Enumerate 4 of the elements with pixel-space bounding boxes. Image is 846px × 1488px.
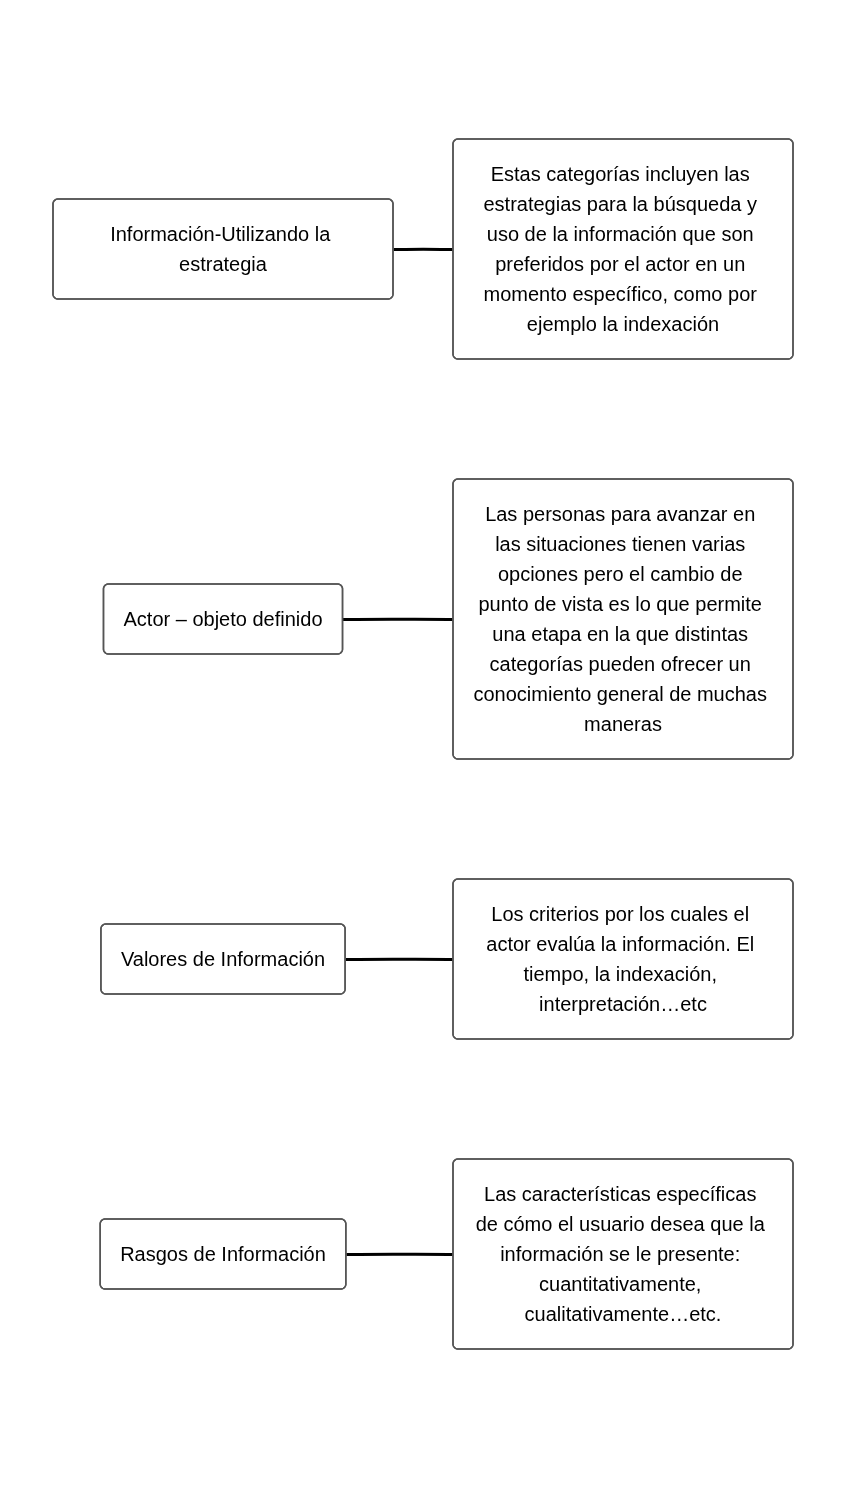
- connector: [343, 617, 454, 621]
- connector: [393, 247, 454, 251]
- connector: [346, 1252, 454, 1256]
- connector: [345, 957, 454, 961]
